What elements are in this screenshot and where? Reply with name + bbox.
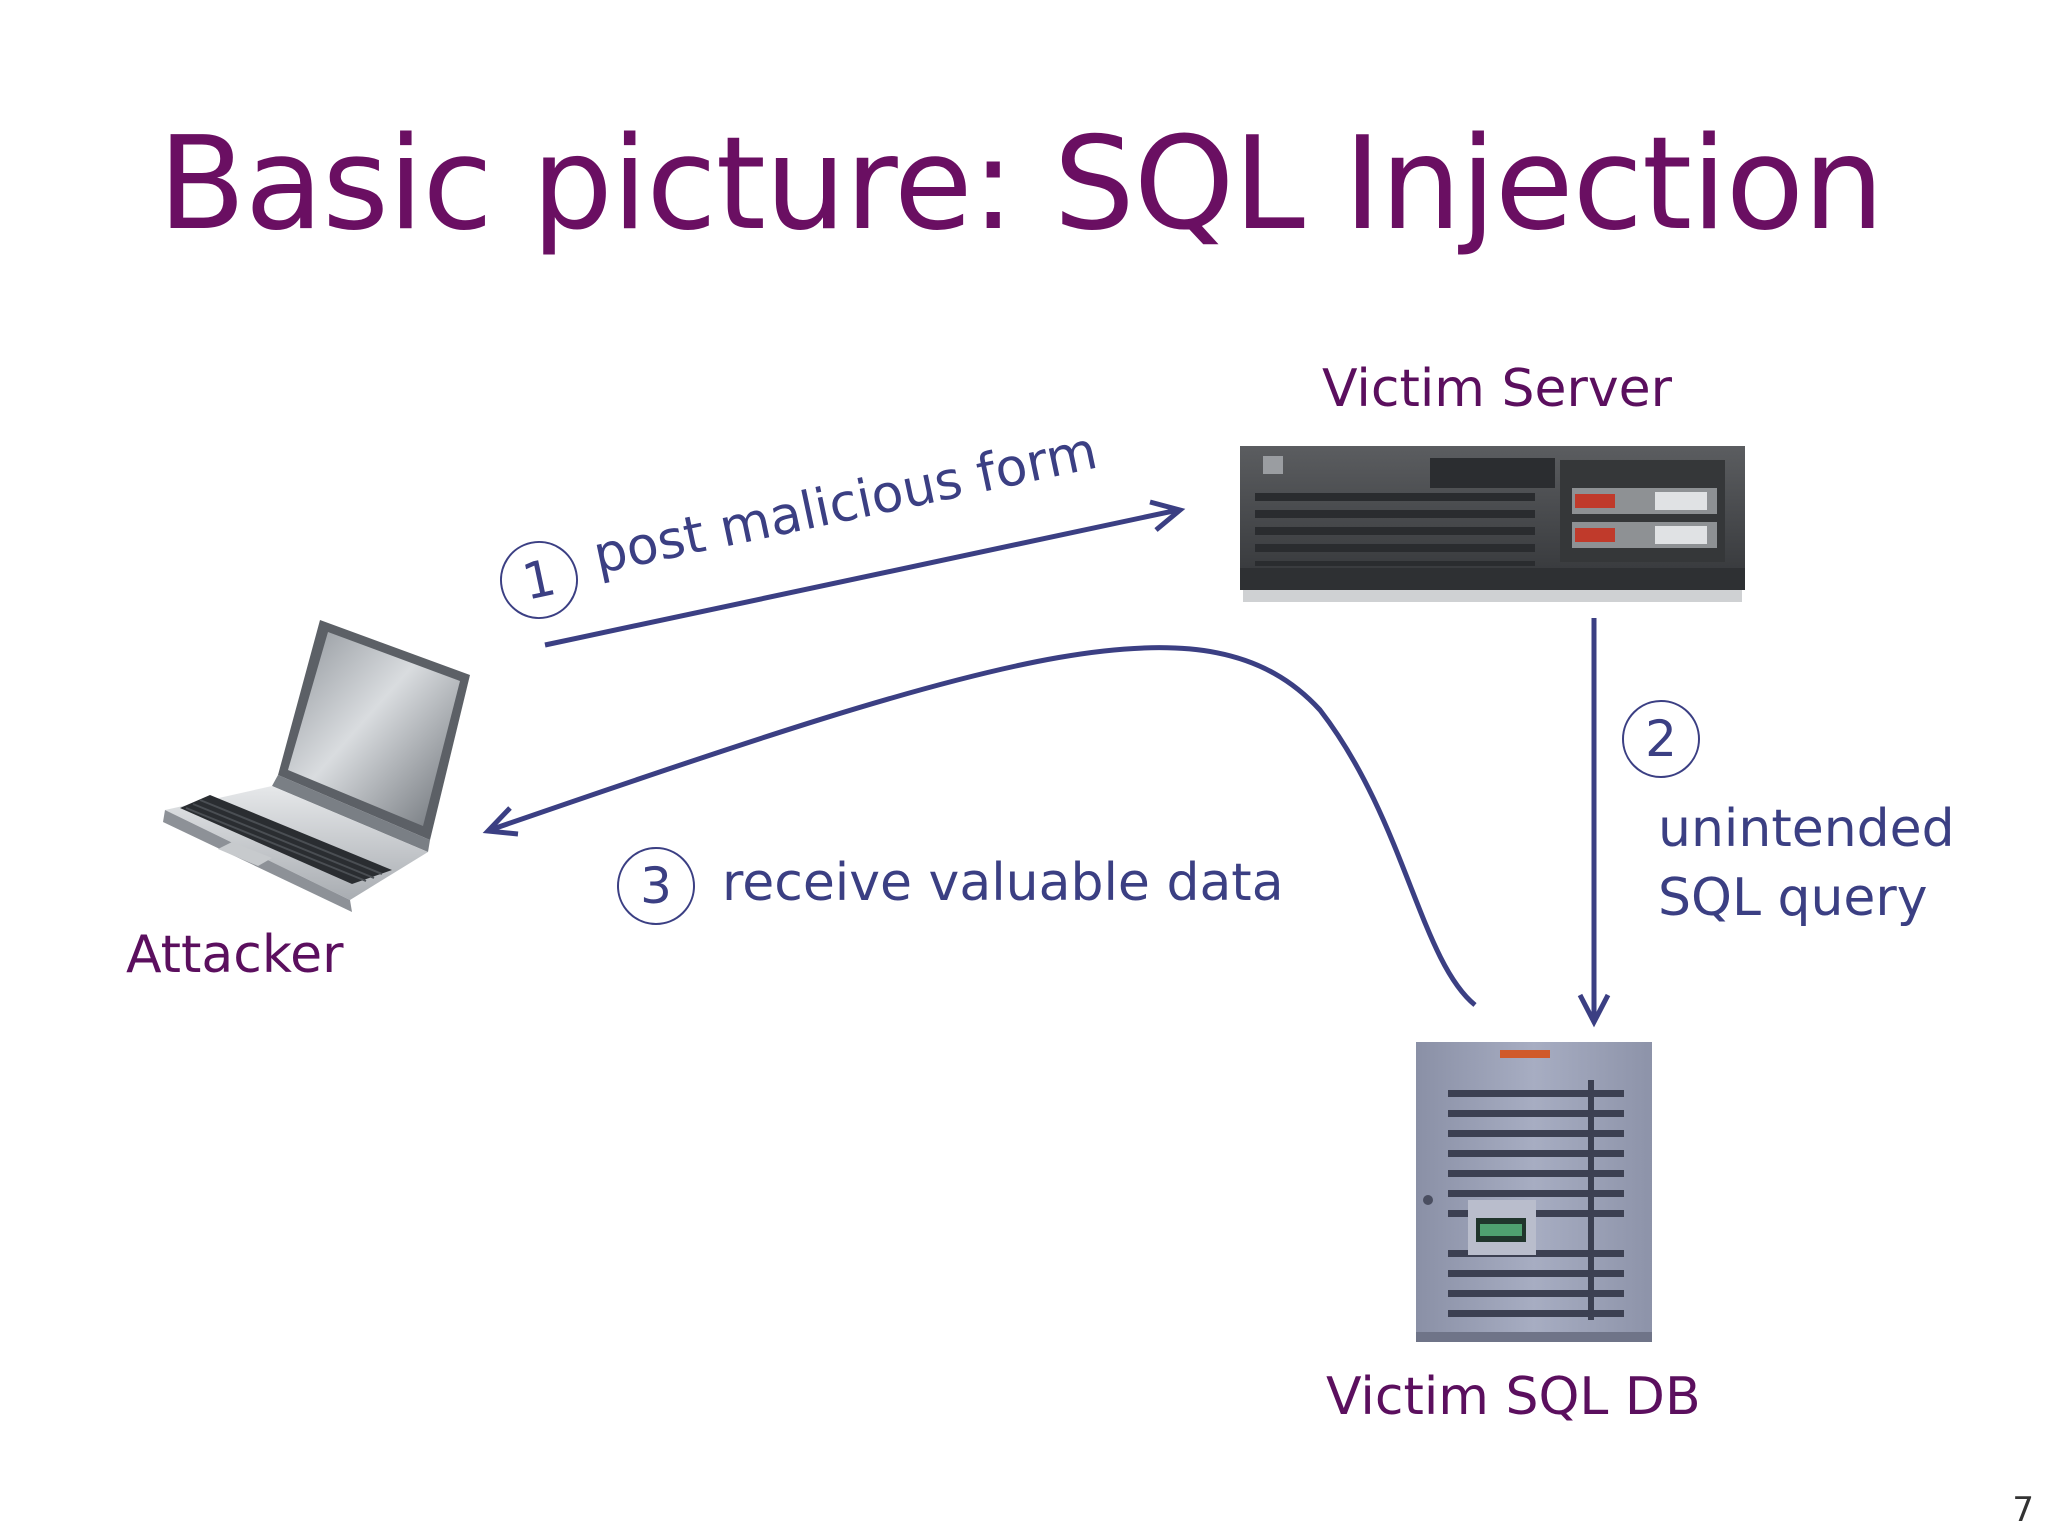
database-label: Victim SQL DB — [1326, 1367, 1701, 1427]
step-2-label-line2: SQL query — [1658, 868, 1928, 928]
step-1-number: 1 — [492, 533, 586, 627]
step-2-label-line1: unintended — [1658, 799, 1955, 859]
server-label: Victim Server — [1322, 359, 1673, 419]
rack-server-icon — [1240, 446, 1745, 602]
slide-title: Basic picture: SQL Injection — [158, 110, 1884, 259]
step-3-number: 3 — [617, 847, 695, 925]
attacker-label: Attacker — [126, 925, 344, 985]
laptop-icon — [163, 620, 470, 912]
step-2-number: 2 — [1622, 700, 1700, 778]
page-number: 7 — [2012, 1490, 2034, 1530]
arrow-sql-query — [1577, 618, 1611, 1028]
arrow-receive-data — [482, 645, 1477, 1007]
arrow-post-form — [544, 499, 1186, 648]
step-3-label: receive valuable data — [722, 853, 1284, 913]
tower-server-icon — [1416, 1042, 1652, 1342]
